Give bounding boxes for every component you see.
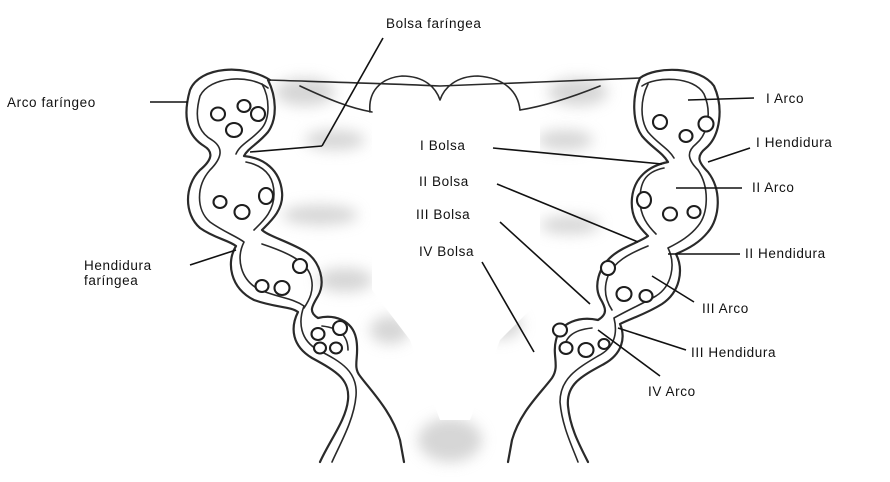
label-hendidura-faringea-line2: faríngea (84, 273, 138, 288)
label-hendidura-faringea-line1: Hendidura (84, 258, 152, 273)
left-pouch-wall (242, 78, 406, 464)
right-arch-cells (551, 113, 715, 359)
leader-iii-bolsa (499, 221, 591, 305)
left-arch-cells (209, 98, 349, 355)
leader-i-bolsa (492, 147, 663, 165)
leader-lines (150, 37, 755, 377)
left-outer-wall (185, 68, 350, 464)
label-ii-hendidura: II Hendidura (745, 246, 826, 261)
pharynx-lumen (372, 118, 540, 420)
label-iii-hendidura: III Hendidura (691, 345, 776, 360)
leader-bolsa-faringea (321, 37, 384, 147)
left-pouch-inner (235, 83, 349, 351)
label-arco-faringeo: Arco faríngeo (7, 95, 96, 110)
right-pouch-wall (506, 76, 670, 464)
leader-iii-arco (651, 275, 695, 303)
label-i-hendidura: I Hendidura (756, 135, 832, 150)
labels: Bolsa faríngea Arco faríngeo Hendidura f… (7, 16, 832, 399)
leader-iii-hendidura (617, 327, 687, 351)
leader-iv-bolsa (481, 261, 535, 353)
label-iii-arco: III Arco (702, 301, 749, 316)
label-ii-bolsa: II Bolsa (419, 174, 469, 189)
leader-i-hendidura (707, 147, 751, 163)
leader-ii-bolsa (496, 183, 639, 243)
label-iv-bolsa: IV Bolsa (419, 244, 474, 259)
leader-hendidura-faringea (189, 249, 237, 266)
pharynx-roof (267, 75, 641, 113)
leader-i-arco (687, 97, 755, 101)
left-inner-wall (196, 78, 357, 463)
label-ii-arco: II Arco (752, 180, 794, 195)
label-i-arco: I Arco (766, 91, 804, 106)
label-bolsa-faringea: Bolsa faríngea (386, 16, 481, 31)
label-iv-arco: IV Arco (648, 384, 696, 399)
label-i-bolsa: I Bolsa (420, 138, 465, 153)
label-iii-bolsa: III Bolsa (416, 207, 470, 222)
right-outer-wall (566, 68, 721, 464)
leader-iv-arco (597, 329, 661, 377)
